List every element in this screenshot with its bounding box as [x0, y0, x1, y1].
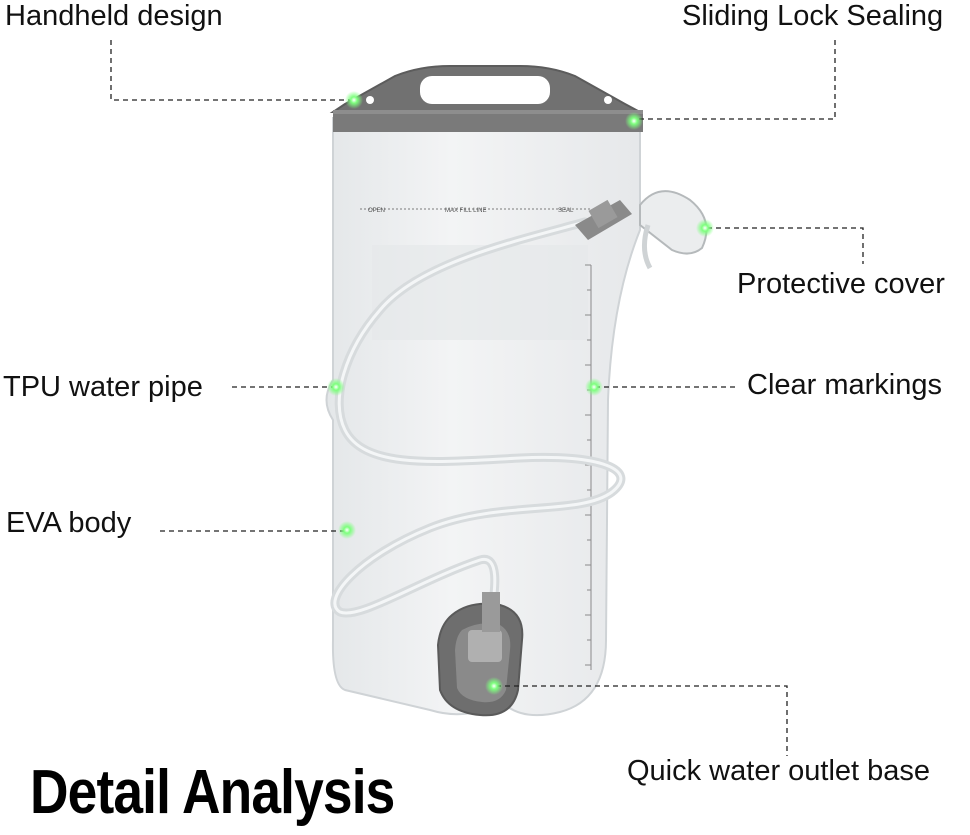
leader-handheld-design — [110, 40, 350, 101]
marker-tpu-pipe — [327, 378, 345, 396]
callout-markers — [327, 91, 714, 695]
label-protective-cover: Protective cover — [737, 268, 945, 300]
bag-inner-panel — [372, 245, 588, 340]
marker-eva-body — [338, 521, 356, 539]
label-eva-body: EVA body — [6, 507, 132, 539]
label-outlet-base: Quick water outlet base — [627, 755, 931, 787]
outlet-base-fitting — [468, 630, 502, 662]
protective-cover-shape — [639, 190, 708, 255]
volume-scale — [585, 264, 592, 670]
label-tpu-pipe: TPU water pipe — [3, 371, 203, 403]
label-clear-markings: Clear markings — [747, 369, 942, 401]
page-title: Detail Analysis — [30, 758, 395, 827]
marker-protective-cover — [696, 219, 714, 237]
protective-cover-strap — [642, 224, 653, 270]
sliding-lock-highlight — [333, 110, 643, 114]
label-handheld-design: Handheld design — [5, 0, 223, 32]
leader-protective-cover — [707, 227, 864, 264]
bag-open-label: OPEN — [368, 208, 385, 214]
outlet-base-neck — [482, 592, 500, 632]
marker-clear-markings — [585, 378, 603, 396]
label-sliding-lock: Sliding Lock Sealing — [682, 0, 944, 32]
leader-sliding-lock — [636, 40, 836, 120]
leader-lines — [110, 40, 864, 756]
tpu-water-tube-highlight — [333, 220, 623, 615]
handle-hole-left — [366, 96, 374, 104]
handle-hole-right — [604, 96, 612, 104]
bite-valve-ribs — [588, 199, 618, 229]
marker-outlet-base — [485, 677, 503, 695]
handle-grip-hole — [420, 76, 550, 104]
marker-handheld-design — [345, 91, 363, 109]
bag-maxfill-label: MAX FILL LINE — [445, 208, 486, 214]
bag-seal-label: SEAL — [558, 208, 574, 214]
leader-outlet-base — [496, 685, 788, 756]
marker-sliding-lock — [625, 112, 643, 130]
sliding-lock-bar — [333, 110, 643, 132]
